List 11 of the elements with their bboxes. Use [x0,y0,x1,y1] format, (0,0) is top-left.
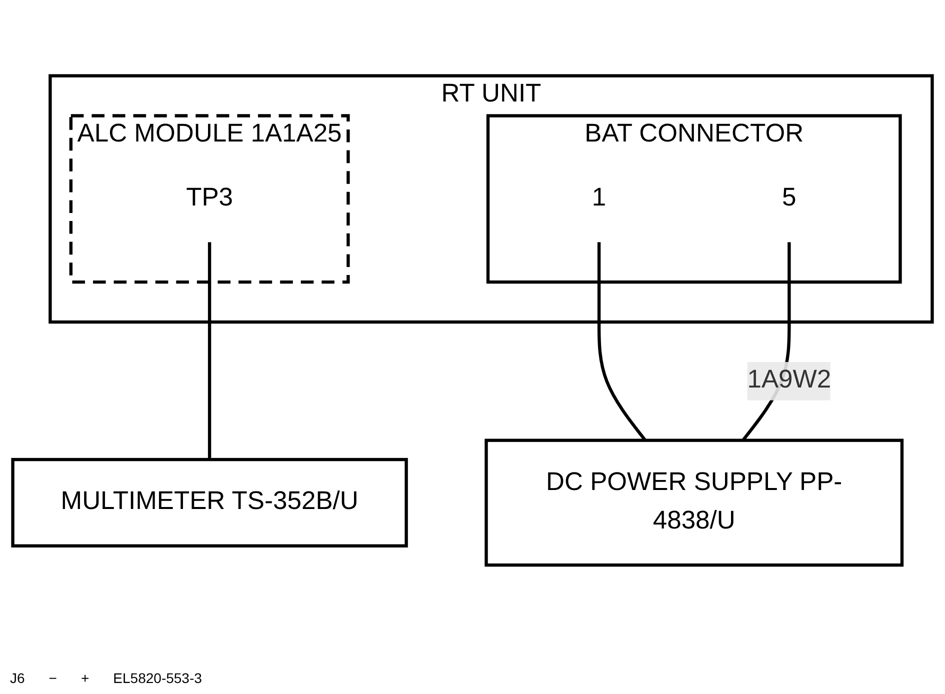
node-box: MULTIMETER TS-352B/U [11,458,408,548]
node-text: 5 [782,184,796,212]
node-text: 1 [592,184,606,212]
node-text: TP3 [186,184,234,212]
note-text: EL5820-553-3 [113,670,202,686]
note-text: J6 [10,670,25,686]
connector [208,242,212,460]
node-box: DC POWER SUPPLY PP-4838/U [484,438,904,566]
edge-label: 1A9W2 [747,366,832,394]
note-text: + [80,670,90,686]
note-text: − [48,670,57,686]
